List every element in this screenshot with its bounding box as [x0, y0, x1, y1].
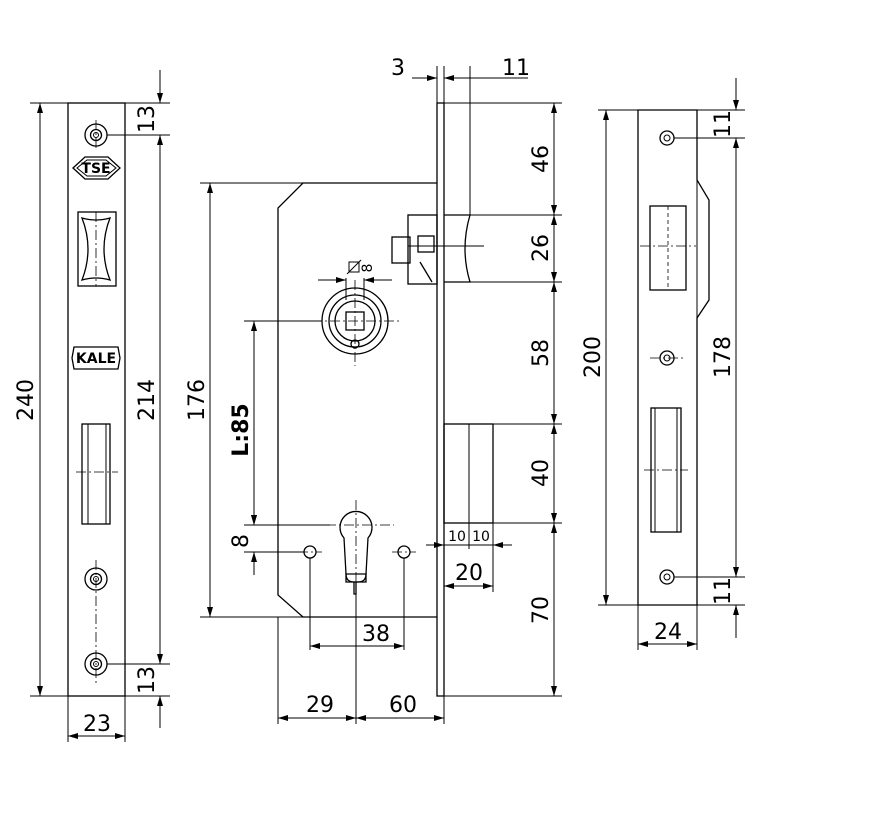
- strike-edge-top-label: 11: [711, 110, 736, 138]
- fixing-pitch-label: 38: [362, 622, 390, 647]
- diameter-symbol-icon: [346, 259, 362, 275]
- lock-body-view: 8: [185, 56, 562, 724]
- handle-follower-icon: [312, 280, 400, 366]
- backset-label: 29: [306, 693, 334, 718]
- kale-logo-text: KALE: [76, 351, 116, 367]
- faceplate-length-label: 240: [14, 379, 39, 421]
- strike-plate-view: 200 178 11 11 24: [581, 78, 745, 650]
- dim-46-label: 46: [529, 145, 554, 173]
- dim-26-label: 26: [529, 234, 554, 262]
- strike-edge-bottom-label: 11: [711, 577, 736, 605]
- strike-length-label: 200: [581, 336, 606, 378]
- faceplate-hole-distance-label: 214: [135, 379, 160, 421]
- bolt-throw-b-label: 10: [472, 529, 490, 545]
- dim-58-label: 58: [529, 339, 554, 367]
- latch-window-icon: [77, 211, 117, 287]
- faceplate-view: TSE KALE: [14, 70, 170, 742]
- offset-11-label: 11: [502, 56, 530, 81]
- dim-40-label: 40: [529, 459, 554, 487]
- latch-icon: [391, 214, 484, 285]
- bolt-opening-icon: [644, 407, 688, 533]
- strike-plate-outline: [637, 109, 710, 606]
- fixing-hole-icon: [392, 545, 416, 559]
- bolt-window-icon: [76, 423, 118, 525]
- handle-to-cylinder-label: L:85: [229, 403, 254, 456]
- front-plate-strip: [436, 102, 445, 697]
- latch-opening-icon: [640, 205, 696, 291]
- offset-3-label: 3: [391, 56, 405, 81]
- strike-width-label: 24: [654, 620, 682, 645]
- screw-hole-icon: [650, 350, 684, 366]
- square-spindle-label: 8: [360, 264, 376, 273]
- screw-hole-icon: [659, 130, 675, 146]
- kale-logo-icon: KALE: [71, 346, 121, 370]
- screw-hole-icon: [659, 569, 675, 585]
- faceplate-outline: [67, 102, 126, 697]
- tse-logo-icon: TSE: [72, 156, 121, 180]
- faceplate-width-label: 23: [83, 712, 111, 737]
- dim-70-label: 70: [529, 596, 554, 624]
- bolt-throw-total-label: 20: [455, 561, 483, 586]
- strike-hole-distance-label: 178: [711, 336, 736, 378]
- body-height-label: 176: [185, 379, 210, 421]
- depth-label: 60: [389, 693, 417, 718]
- cylinder-hole-icon: [326, 500, 394, 600]
- tse-logo-text: TSE: [81, 161, 110, 177]
- bolt-throw-a-label: 10: [448, 529, 466, 545]
- offset-8-label: 8: [229, 534, 254, 548]
- faceplate-edge-top-label: 13: [135, 105, 160, 133]
- faceplate-edge-bottom-label: 13: [135, 666, 160, 694]
- lock-case-outline: [277, 182, 437, 618]
